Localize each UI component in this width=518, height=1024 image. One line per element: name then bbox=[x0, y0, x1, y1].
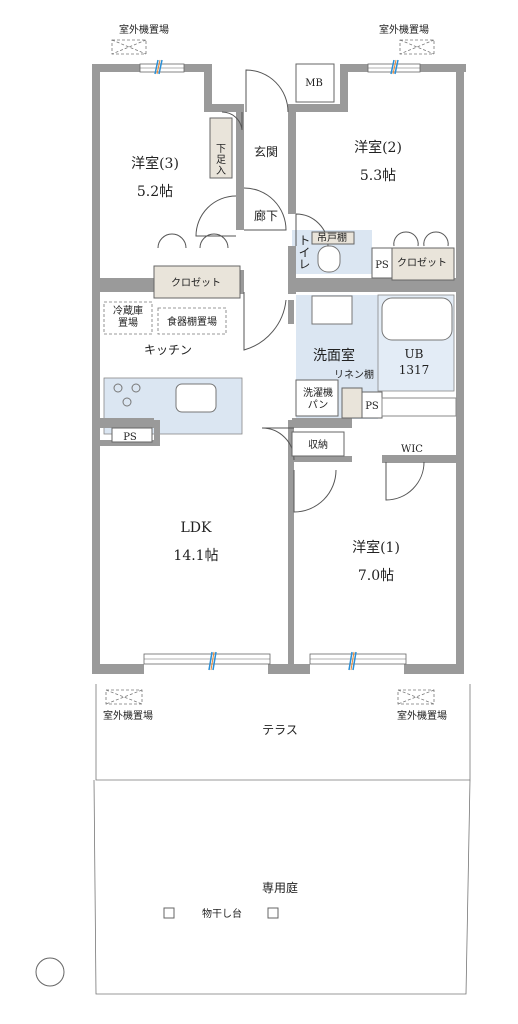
outdoor-unit-label-2: 室外機置場 bbox=[379, 23, 429, 36]
windows bbox=[139, 59, 421, 671]
shoe-box-label-1: 下 bbox=[216, 144, 226, 155]
closet-left-label: クロゼット bbox=[171, 277, 221, 289]
closet-right bbox=[391, 247, 455, 281]
ps-kitchen-box bbox=[111, 427, 153, 443]
outdoor-unit-label-3: 室外機置場 bbox=[103, 709, 153, 722]
entrance-label: 玄関 bbox=[254, 144, 278, 159]
shoe-box-label-3: 入 bbox=[216, 166, 226, 177]
wic-shelf bbox=[381, 397, 457, 417]
stove bbox=[113, 383, 141, 407]
terrace-label: テラス bbox=[262, 723, 298, 737]
room-western1-size: 7.0帖 bbox=[358, 568, 394, 584]
outdoor-unit-boxes bbox=[105, 39, 435, 705]
fridge-label-2: 置場 bbox=[118, 316, 138, 329]
toilet-label: トイレ bbox=[297, 234, 311, 270]
garden-area bbox=[93, 684, 471, 995]
storage-box bbox=[291, 431, 345, 457]
laundry-stand-left bbox=[163, 907, 175, 919]
toilet-bowl bbox=[317, 245, 341, 273]
shoe-box bbox=[209, 117, 233, 179]
room-western2-size: 5.3帖 bbox=[360, 168, 396, 184]
compass-icon bbox=[34, 957, 66, 987]
shoe-box-label-2: 足 bbox=[216, 154, 226, 166]
room-western1-name: 洋室(1) bbox=[352, 539, 400, 556]
hanging-shelf-box bbox=[311, 231, 355, 245]
ps-toilet-label: PS bbox=[375, 260, 389, 271]
ldk-size: 14.1帖 bbox=[173, 548, 218, 564]
laundry-stand-right bbox=[267, 907, 279, 919]
bath-size: 1317 bbox=[399, 363, 430, 377]
ps-toilet-box bbox=[371, 247, 393, 279]
bathtub bbox=[381, 297, 453, 341]
dish-shelf-box bbox=[157, 307, 227, 335]
storage-label: 収納 bbox=[308, 438, 328, 451]
outdoor-unit-label-1: 室外機置場 bbox=[119, 23, 169, 36]
fridge-label-1: 冷蔵庫 bbox=[113, 304, 143, 317]
bath-name: UB bbox=[405, 347, 424, 361]
laundry-stand-label: 物干し台 bbox=[202, 907, 242, 920]
kitchen-label: キッチン bbox=[144, 343, 192, 357]
hanging-shelf-label: 吊戸棚 bbox=[317, 231, 347, 244]
wic-label: WIC bbox=[401, 444, 423, 455]
mb-label: MB bbox=[305, 78, 323, 89]
room-western2-name: 洋室(2) bbox=[354, 139, 402, 156]
ldk-name: LDK bbox=[181, 520, 213, 536]
sink bbox=[175, 383, 217, 413]
washroom-label: 洗面室 bbox=[313, 347, 355, 364]
room-western3-name: 洋室(3) bbox=[131, 155, 179, 172]
washer-pan bbox=[295, 379, 339, 417]
ps-kitchen-label: PS bbox=[123, 432, 137, 443]
hallway-label: 廊下 bbox=[254, 208, 278, 223]
washer-label-1: 洗濯機 bbox=[303, 386, 333, 399]
dish-shelf-label: 食器棚置場 bbox=[167, 315, 217, 328]
ps-wash-label: PS bbox=[365, 401, 379, 412]
garden-label: 専用庭 bbox=[262, 880, 298, 895]
room-western3-size: 5.2帖 bbox=[137, 184, 173, 200]
outdoor-unit-label-4: 室外機置場 bbox=[397, 709, 447, 722]
closet-left bbox=[153, 265, 241, 299]
linen-shelf-label: リネン棚 bbox=[334, 368, 374, 381]
washer-label-2: パン bbox=[308, 399, 329, 411]
vanity bbox=[311, 295, 353, 325]
closet-right-label: クロゼット bbox=[397, 257, 447, 269]
linen-shelf-box bbox=[341, 387, 363, 419]
